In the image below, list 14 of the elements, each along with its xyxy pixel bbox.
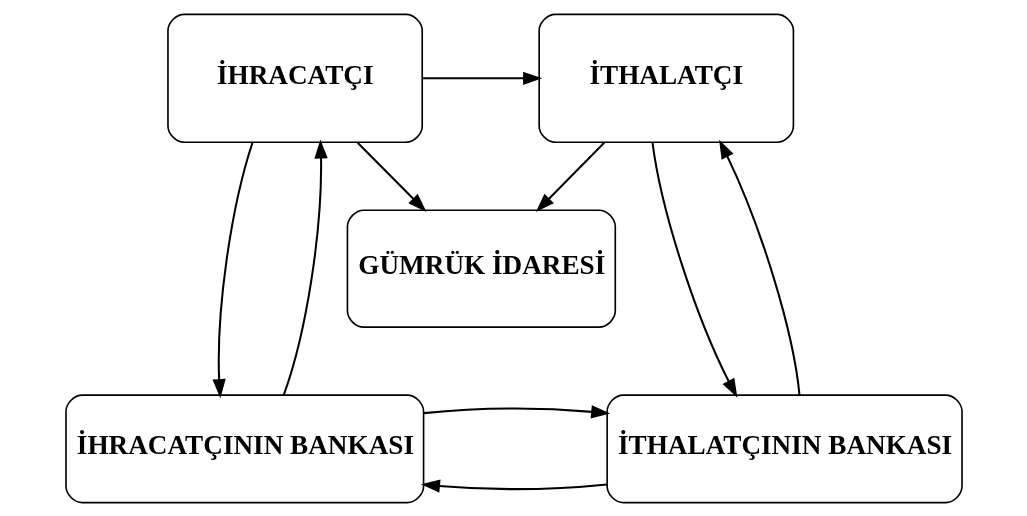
- arrow: [651, 141, 737, 398]
- node-box: İTHALATÇININ BANKASI: [605, 393, 963, 503]
- node-box: GÜMRÜK İDARESİ: [346, 208, 616, 328]
- arrow: [718, 139, 800, 395]
- node-box: İHRACATÇININ BANKASI: [64, 393, 424, 503]
- arrow: [282, 138, 328, 395]
- arrow: [421, 71, 542, 85]
- arrow: [420, 478, 607, 493]
- arrow: [356, 141, 426, 212]
- arrow: [211, 141, 253, 398]
- arrow: [423, 404, 610, 418]
- node-box: İHRACATÇI: [166, 13, 423, 143]
- arrow: [535, 141, 605, 212]
- node-box: İTHALATÇI: [537, 13, 794, 143]
